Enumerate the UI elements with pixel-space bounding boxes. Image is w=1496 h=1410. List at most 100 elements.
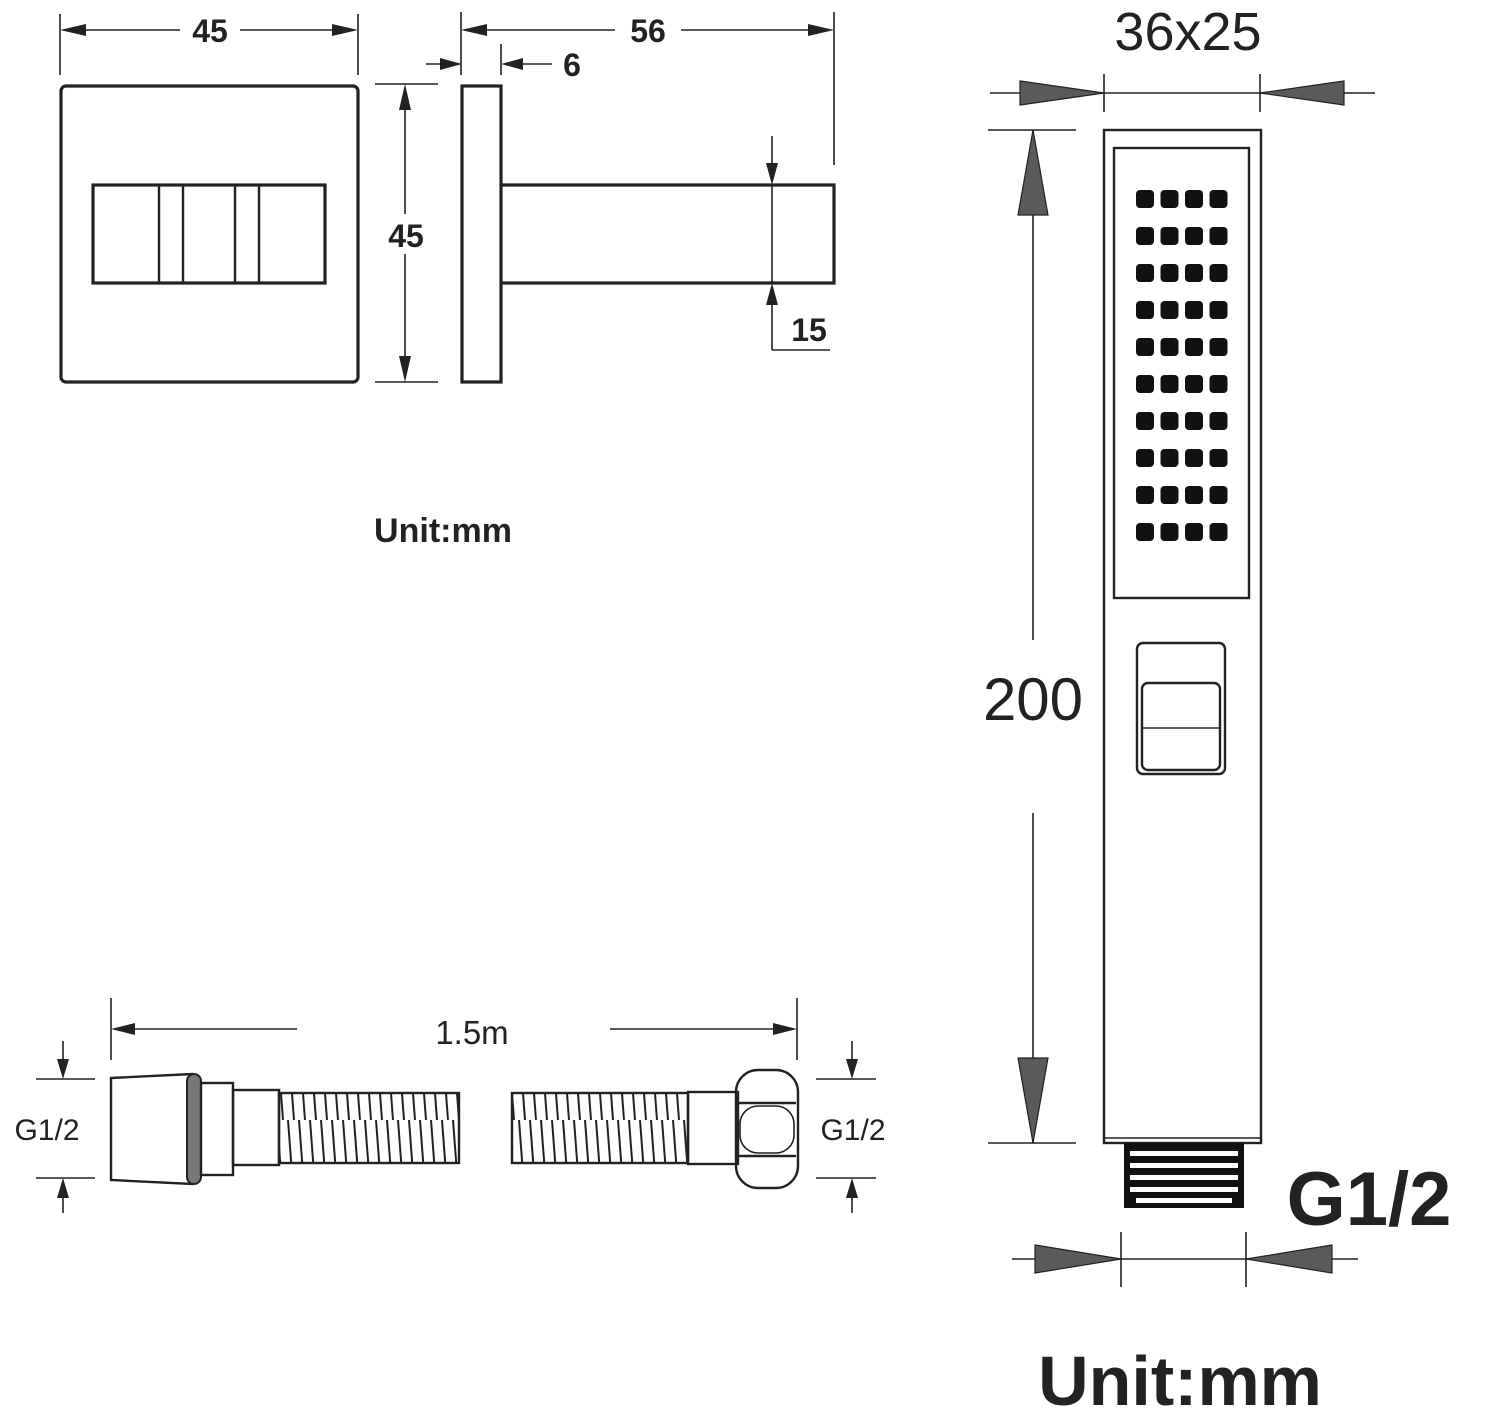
handset-length-dimension: 200 (983, 129, 1083, 1144)
spray-nozzle (1209, 227, 1228, 245)
hose-left-fitting (109, 1072, 281, 1186)
spray-nozzle (1160, 412, 1179, 430)
arrowhead (111, 1023, 135, 1035)
hose-o-ring (186, 1073, 202, 1185)
arrowhead (440, 58, 462, 70)
arrowhead (57, 1059, 69, 1079)
spray-nozzle (1185, 523, 1203, 541)
spray-nozzle (1160, 227, 1179, 245)
spray-nozzle (1136, 301, 1154, 319)
arrowhead (461, 24, 487, 36)
handset-outline (1102, 128, 1263, 1145)
arrowhead (399, 356, 411, 382)
arrowhead (1259, 80, 1345, 106)
arrowhead (846, 1059, 858, 1079)
arrowhead (399, 84, 411, 110)
hose-length-label: 1.5m (435, 1014, 508, 1051)
arrowhead (1034, 1244, 1122, 1274)
spray-nozzle (1209, 486, 1228, 504)
spray-nozzle (1160, 523, 1179, 541)
holder-unit-label: Unit:mm (374, 512, 512, 550)
arrowhead (1017, 1057, 1049, 1144)
hose-left-thread-dimension: G1/2 (14, 1041, 95, 1213)
holder-plate-dimension: 6 (426, 44, 581, 83)
spray-nozzle (1160, 449, 1179, 467)
spray-nozzle (1136, 449, 1154, 467)
hose-cone-connector (109, 1072, 194, 1186)
hose-right-thread-dimension: G1/2 (816, 1041, 886, 1213)
arrowhead (808, 24, 834, 36)
holder-arm-label: 15 (791, 312, 827, 348)
holder-length-dimension: 56 (460, 12, 835, 165)
handset-spray-face (1112, 146, 1251, 600)
holder-arm-dimension: 15 (766, 136, 830, 351)
holder-side-plate (460, 84, 503, 384)
arrowhead (1245, 1244, 1333, 1274)
hose-braid (510, 1091, 690, 1165)
spray-nozzle (1185, 264, 1203, 282)
holder-length-label: 56 (630, 13, 666, 49)
spray-nozzle (1160, 486, 1179, 504)
arrowhead (57, 1178, 69, 1198)
spray-nozzle (1136, 227, 1154, 245)
spray-nozzle (1209, 449, 1228, 467)
arrowhead (501, 58, 523, 70)
handset-thread-connector (1124, 1143, 1244, 1208)
spray-nozzle (1209, 301, 1228, 319)
holder-height-dimension: 45 (375, 83, 438, 383)
holder-width-label: 45 (192, 13, 228, 49)
holder-front-slot (91, 183, 327, 285)
handset-nozzle-grid (1136, 190, 1228, 541)
spray-nozzle (1185, 301, 1203, 319)
holder-side-arm (501, 183, 836, 285)
hose-sleeve (686, 1090, 740, 1166)
hose-hex-nut (734, 1068, 800, 1190)
handset-width-dimension (990, 74, 1375, 112)
arrowhead (773, 1023, 797, 1035)
holder-front-plate (59, 84, 360, 384)
handset-section-label: 36x25 (1114, 2, 1261, 62)
hose-length-dimension: 1.5m (110, 998, 798, 1060)
spray-nozzle (1185, 412, 1203, 430)
arrowhead (766, 283, 778, 305)
spray-nozzle (1136, 338, 1154, 356)
holder-plate-label: 6 (563, 47, 581, 83)
hose-left-thread-label: G1/2 (14, 1114, 79, 1147)
spray-nozzle (1160, 190, 1179, 208)
spray-nozzle (1185, 449, 1203, 467)
spray-nozzle (1185, 227, 1203, 245)
arrowhead (60, 24, 86, 36)
spray-nozzle (1209, 190, 1228, 208)
spray-nozzle (1185, 190, 1203, 208)
holder-side-view (460, 84, 836, 384)
holder-height-label: 45 (388, 218, 424, 254)
spray-nozzle (1136, 486, 1154, 504)
spray-nozzle (1209, 375, 1228, 393)
holder-width-dimension: 45 (59, 13, 359, 75)
hose-left-section (277, 1091, 461, 1165)
spray-nozzle (1209, 338, 1228, 356)
handset-thread-dimension: G1/2 (1012, 1157, 1451, 1287)
spray-nozzle (1185, 338, 1203, 356)
arrowhead (1019, 80, 1105, 106)
hose-collar (199, 1081, 235, 1177)
spray-nozzle (1185, 486, 1203, 504)
spray-nozzle (1160, 375, 1179, 393)
arrowhead (766, 163, 778, 185)
spray-nozzle (1136, 264, 1154, 282)
handset-body (1102, 128, 1263, 1145)
spray-nozzle (1136, 375, 1154, 393)
handset-thread-label: G1/2 (1287, 1157, 1452, 1242)
handset-button (1140, 681, 1222, 772)
handset-unit-label: Unit:mm (1038, 1342, 1322, 1410)
hose-right-fitting (686, 1068, 800, 1190)
handset-button-housing (1135, 641, 1227, 776)
spray-nozzle (1209, 412, 1228, 430)
spray-nozzle (1209, 264, 1228, 282)
holder-front-view (59, 84, 360, 384)
hose-braid (277, 1091, 461, 1165)
arrowhead (846, 1178, 858, 1198)
spray-nozzle (1160, 264, 1179, 282)
spray-nozzle (1136, 523, 1154, 541)
